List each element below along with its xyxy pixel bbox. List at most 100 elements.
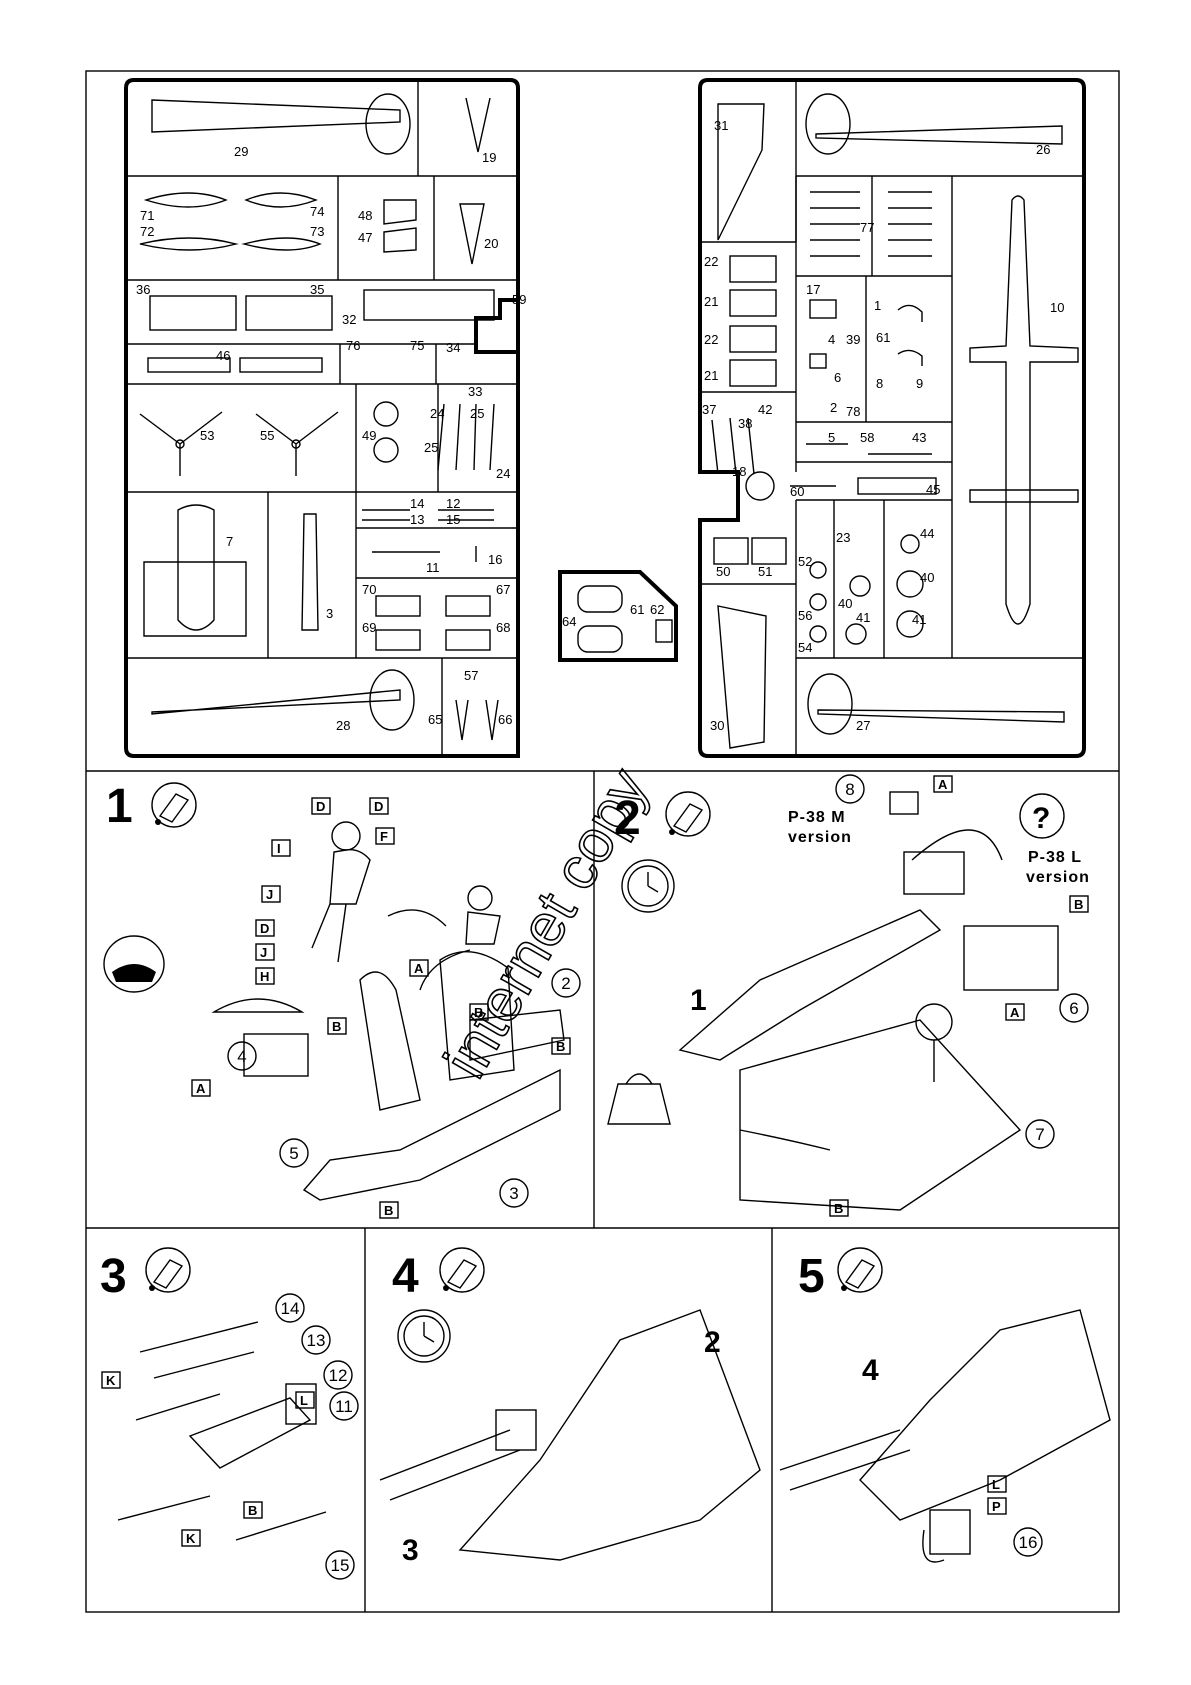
part-number: 31: [714, 118, 728, 133]
callout-number: 14: [281, 1299, 300, 1318]
part-number: 2: [830, 400, 837, 415]
callout-number: 7: [1035, 1125, 1044, 1144]
flag-letter: K: [186, 1531, 196, 1546]
glue-tube-icon: [145, 1247, 191, 1293]
callout-circle: [1013, 1527, 1043, 1557]
part-number: 10: [1050, 300, 1064, 315]
part-number: 72: [140, 224, 154, 239]
part-number: 66: [498, 712, 512, 727]
canopy-sprue: [558, 570, 678, 662]
part-number: 69: [362, 620, 376, 635]
glue-tube-icon: [151, 782, 197, 828]
part-number: 51: [758, 564, 772, 579]
glue-tube-icon: [665, 791, 711, 837]
callout-circle: [323, 1360, 353, 1390]
decal-flags: L P: [987, 1475, 1007, 1515]
step-2-drawing: [678, 791, 1059, 1211]
weight-icon: [607, 1073, 671, 1125]
part-number: 71: [140, 208, 154, 223]
part-number: 41: [856, 610, 870, 625]
flag-letter: B: [834, 1201, 843, 1216]
part-number: 76: [346, 338, 360, 353]
part-number: 53: [200, 428, 214, 443]
part-number: 21: [704, 368, 718, 383]
part-number: 8: [876, 376, 883, 391]
question-mark: ?: [1032, 802, 1050, 835]
clock-icon: [621, 859, 675, 913]
part-number: 15: [446, 512, 460, 527]
step-number: 5: [798, 1250, 825, 1303]
step-3: 3 14 13 12 11 15 K L B K: [100, 1247, 359, 1580]
flag-letter: A: [196, 1081, 206, 1096]
part-number: 11: [426, 560, 440, 575]
callout-number: 5: [289, 1144, 298, 1163]
callout-circle: [329, 1391, 359, 1421]
callout-circle: [279, 1138, 309, 1168]
flag-letter: B: [1074, 897, 1083, 912]
part-number: 45: [926, 482, 940, 497]
part-number: 1: [874, 298, 881, 313]
part-number: 48: [358, 208, 372, 223]
version-label: version: [788, 829, 852, 846]
part-number: 20: [484, 236, 498, 251]
flag-letter: I: [277, 841, 281, 856]
flag-letter: L: [992, 1477, 1000, 1492]
flag-letter: D: [260, 921, 269, 936]
part-number: 56: [798, 608, 812, 623]
part-number: 44: [920, 526, 934, 541]
part-number: 43: [912, 430, 926, 445]
part-number: 54: [798, 640, 812, 655]
part-number: 35: [310, 282, 324, 297]
part-number: 74: [310, 204, 324, 219]
right-sprue-frame: [698, 78, 1086, 758]
callout-circle: [499, 1178, 529, 1208]
step-4-drawing: [379, 1309, 761, 1561]
flag-letter: A: [938, 777, 948, 792]
part-number: 25: [470, 406, 484, 421]
step-number: 1: [106, 780, 133, 833]
part-number: 16: [488, 552, 502, 567]
flag-letter: D: [374, 799, 383, 814]
sprue-part-numbers: 29 19 71 74 72 73 48 47 20 36 35 32 59 4…: [136, 118, 1064, 733]
flag-letter: J: [260, 945, 267, 960]
callout-circle: [551, 968, 581, 998]
part-number: 37: [702, 402, 716, 417]
flag-letter: H: [260, 969, 269, 984]
part-number: 58: [860, 430, 874, 445]
callout-number: 12: [329, 1366, 348, 1385]
part-number: 21: [704, 294, 718, 309]
part-number: 70: [362, 582, 376, 597]
callout-number: 3: [509, 1184, 518, 1203]
decal-flags: D D F I J D J H A A B B B B: [191, 797, 571, 1219]
callout-number: 15: [331, 1556, 350, 1575]
flag-letter: B: [384, 1203, 393, 1218]
part-number: 77: [860, 220, 874, 235]
hand-drill-icon: [915, 1003, 953, 1082]
part-number: 34: [446, 340, 460, 355]
callout-number: 11: [335, 1397, 353, 1416]
part-number: 14: [410, 496, 424, 511]
callout-circle: [275, 1293, 305, 1323]
part-number: 18: [732, 464, 746, 479]
part-number: 39: [846, 332, 860, 347]
part-number: 52: [798, 554, 812, 569]
part-number: 40: [920, 570, 934, 585]
callout-circle: [1059, 993, 1089, 1023]
part-number: 40: [838, 596, 852, 611]
part-number: 50: [716, 564, 730, 579]
part-number: 24: [496, 466, 510, 481]
leader-number: 3: [402, 1534, 419, 1567]
part-number: 61: [630, 602, 644, 617]
part-number: 38: [738, 416, 752, 431]
part-number: 30: [710, 718, 724, 733]
part-number: 46: [216, 348, 230, 363]
part-number: 33: [468, 384, 482, 399]
flag-letter: A: [1010, 1005, 1020, 1020]
step-1-drawing: [211, 821, 565, 1201]
callout-number: 16: [1019, 1533, 1038, 1552]
part-number: 22: [704, 254, 718, 269]
part-number: 32: [342, 312, 356, 327]
step-2: 2 8 6 7: [607, 774, 1089, 1217]
glue-tube-icon: [439, 1247, 485, 1293]
part-number: 64: [562, 614, 576, 629]
